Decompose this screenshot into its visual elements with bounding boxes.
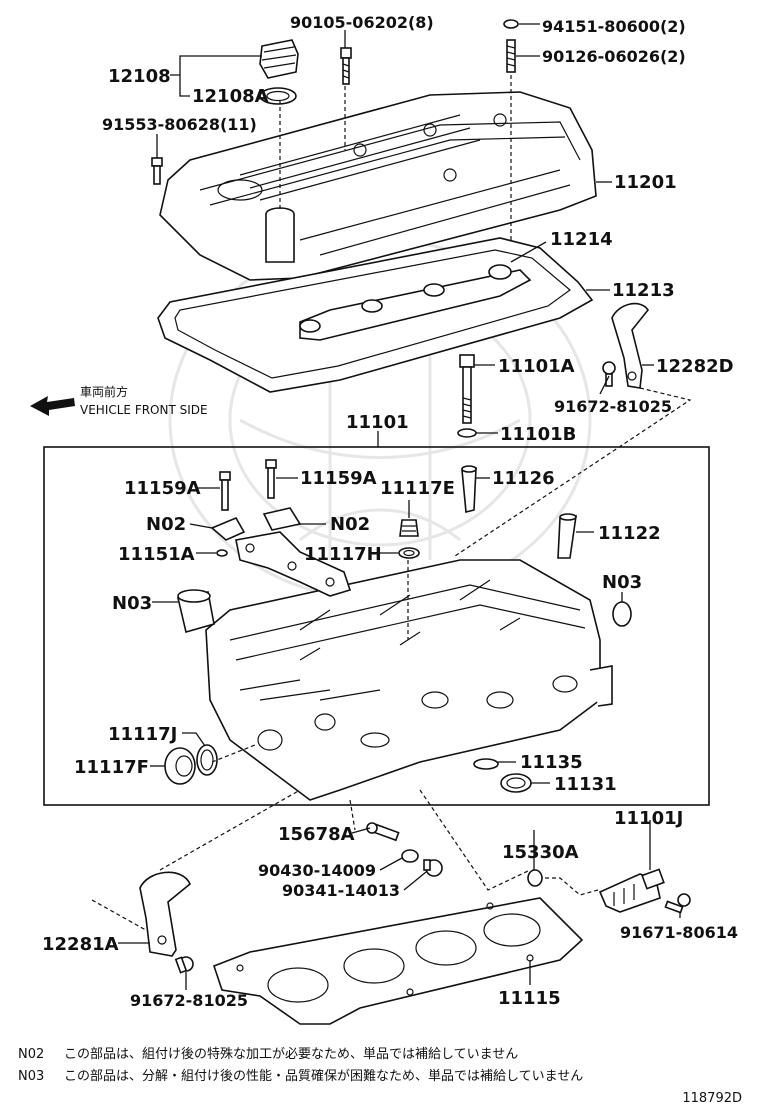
cover-bolt-part[interactable] [340, 47, 352, 85]
label-11151a[interactable]: 11151A [118, 544, 195, 565]
label-11101a[interactable]: 11101A [498, 356, 575, 377]
small-bolt-part[interactable] [151, 157, 163, 185]
o-ring-15330a-part[interactable] [527, 869, 543, 887]
oil-filler-cap-part[interactable] [259, 39, 299, 79]
vehicle-front-jp-label: 車両前方 [80, 384, 128, 399]
pin-part[interactable] [216, 549, 228, 557]
label-n03-left[interactable]: N03 [112, 593, 152, 614]
label-n03-right[interactable]: N03 [602, 572, 642, 593]
label-11101j[interactable]: 11101J [614, 808, 683, 829]
stud-bolt-part[interactable] [506, 39, 516, 73]
label-91672-81025-top[interactable]: 91672-81025 [554, 397, 672, 416]
label-11201[interactable]: 11201 [614, 172, 677, 193]
plug-large-gasket-part[interactable] [196, 744, 218, 776]
n03-insert-left-part[interactable] [177, 589, 215, 633]
label-11101b[interactable]: 11101B [500, 424, 576, 445]
note-text-n03: この部品は、分解・組付け後の性能・品質確保が困難なため、単品では補給していません [64, 1068, 583, 1084]
label-11122[interactable]: 11122 [598, 523, 661, 544]
diagram-id: 118792D [682, 1091, 742, 1106]
n03-plug-right-part[interactable] [612, 601, 632, 627]
label-n02-right[interactable]: N02 [330, 514, 370, 535]
label-n02-left[interactable]: N02 [146, 514, 186, 535]
label-11214[interactable]: 11214 [550, 229, 613, 250]
cam-cap-bolt-right-part[interactable] [265, 459, 277, 499]
vehicle-front-en-label: VEHICLE FRONT SIDE [80, 403, 208, 417]
oil-seal-part[interactable] [500, 773, 532, 793]
valve-guide-part[interactable] [557, 513, 577, 559]
valve-bolt-part[interactable] [664, 893, 691, 914]
head-bolt-washer-part[interactable] [457, 428, 477, 438]
spark-plug-tube-part[interactable] [461, 465, 477, 514]
bolt-15678a-part[interactable] [366, 822, 400, 842]
label-11101[interactable]: 11101 [346, 412, 409, 433]
label-11117e[interactable]: 11117E [380, 478, 455, 499]
label-11117f[interactable]: 11117F [74, 757, 149, 778]
label-11126[interactable]: 11126 [492, 468, 555, 489]
label-91672-81025-bottom[interactable]: 91672-81025 [130, 991, 248, 1010]
cylinder-head-subassembly-frame [43, 446, 710, 806]
label-11135[interactable]: 11135 [520, 752, 583, 773]
hanger-bolt-bottom-part[interactable] [174, 956, 194, 974]
oil-control-valve-part[interactable] [598, 868, 665, 913]
plug-large-part[interactable] [164, 747, 196, 785]
seal-washer-part[interactable] [503, 19, 519, 29]
label-12108[interactable]: 12108 [108, 66, 171, 87]
vehicle-front-indicator: 車両前方 VEHICLE FRONT SIDE [30, 384, 208, 417]
filler-cap-gasket-part[interactable] [259, 87, 297, 105]
cam-cap-bolt-left-part[interactable] [219, 471, 231, 511]
engine-hanger-bracket-bottom-part[interactable] [139, 871, 191, 957]
label-90126-06026[interactable]: 90126-06026(2) [542, 47, 686, 66]
label-11159a-right[interactable]: 11159A [300, 468, 377, 489]
plug-tube-gasket-part[interactable] [299, 264, 532, 341]
plug-90341-part[interactable] [423, 859, 443, 877]
note-code-n02: N02 [18, 1047, 44, 1062]
label-11115[interactable]: 11115 [498, 988, 561, 1009]
cylinder-head-cover-part[interactable] [159, 91, 597, 281]
camshaft-bearing-cap-part[interactable] [210, 507, 352, 597]
hanger-bolt-top-part[interactable] [602, 361, 616, 387]
label-11117j[interactable]: 11117J [108, 724, 177, 745]
engine-hanger-bracket-top-part[interactable] [611, 302, 649, 389]
label-12282d[interactable]: 12282D [656, 356, 734, 377]
label-11117h[interactable]: 11117H [304, 544, 382, 565]
plug-part[interactable] [399, 519, 419, 537]
label-12108a[interactable]: 12108A [192, 86, 269, 107]
arrow-left-icon [30, 396, 75, 416]
note-text-n02: この部品は、組付け後の特殊な加工が必要なため、単品では補給していません [64, 1046, 518, 1062]
label-15330a[interactable]: 15330A [502, 842, 579, 863]
note-code-n03: N03 [18, 1069, 44, 1084]
label-91553-80628[interactable]: 91553-80628(11) [102, 115, 257, 134]
label-90341-14013[interactable]: 90341-14013 [282, 881, 400, 900]
label-11159a-left[interactable]: 11159A [124, 478, 201, 499]
washer-90430-part[interactable] [401, 849, 419, 863]
label-11213[interactable]: 11213 [612, 280, 675, 301]
small-ring-part[interactable] [473, 758, 499, 770]
label-91671-80614[interactable]: 91671-80614 [620, 923, 738, 942]
label-94151-80600[interactable]: 94151-80600(2) [542, 17, 686, 36]
label-11131[interactable]: 11131 [554, 774, 617, 795]
label-90430-14009[interactable]: 90430-14009 [258, 861, 376, 880]
label-90105-06202[interactable]: 90105-06202(8) [290, 13, 434, 32]
label-15678a[interactable]: 15678A [278, 824, 355, 845]
cylinder-head-gasket-part[interactable] [213, 897, 584, 1025]
label-12281a[interactable]: 12281A [42, 934, 119, 955]
head-bolt-part[interactable] [459, 354, 475, 424]
plug-gasket-part[interactable] [398, 547, 420, 559]
cylinder-head-part[interactable] [205, 559, 613, 801]
